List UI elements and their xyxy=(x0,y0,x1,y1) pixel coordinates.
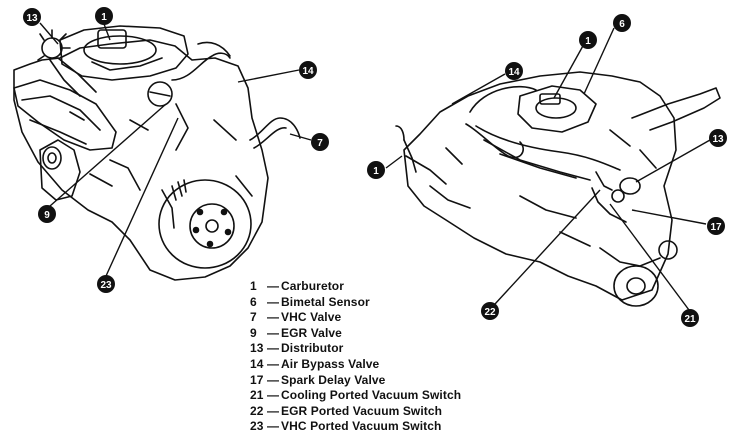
legend-number: 6 xyxy=(250,294,257,309)
legend-number: 21 xyxy=(250,388,264,403)
leader-lines xyxy=(39,22,711,311)
callout-1-left: 1 xyxy=(95,7,113,25)
svg-text:1: 1 xyxy=(101,12,107,23)
svg-text:14: 14 xyxy=(302,66,314,77)
legend-item: 1 —Carburetor xyxy=(250,279,510,295)
legend-item: 22—EGR Ported Vacuum Switch xyxy=(250,404,510,420)
legend-label: Bimetal Sensor xyxy=(281,294,370,309)
legend-number: 7 xyxy=(250,310,257,325)
svg-text:7: 7 xyxy=(317,138,323,149)
callout-6-right: 6 xyxy=(613,14,631,32)
legend-label: Spark Delay Valve xyxy=(281,372,386,387)
callout-13-right: 13 xyxy=(709,129,727,147)
svg-text:1: 1 xyxy=(585,36,591,47)
legend-dash: — xyxy=(266,279,280,293)
legend-label: Cooling Ported Vacuum Switch xyxy=(281,388,462,403)
legend-item: 7 —VHC Valve xyxy=(250,310,510,326)
legend-dash: — xyxy=(266,372,280,387)
legend-dash: — xyxy=(266,325,280,340)
legend-dash: — xyxy=(266,419,280,434)
callout-9-left: 9 xyxy=(38,205,56,223)
legend-item: 9 —EGR Valve xyxy=(250,326,510,342)
callout-14-right: 14 xyxy=(505,62,523,80)
legend-number: 17 xyxy=(250,372,264,387)
legend-number: 13 xyxy=(250,341,264,356)
legend-dash: — xyxy=(266,341,280,356)
legend-number: 1 xyxy=(250,279,257,293)
parts-legend: 1—Carburetor 6—Bimetal Sensor 7—VHC Valv… xyxy=(250,279,510,435)
legend-number: 22 xyxy=(250,403,264,418)
callout-13-left: 13 xyxy=(23,8,41,26)
svg-text:6: 6 xyxy=(619,19,625,30)
legend-label: EGR Ported Vacuum Switch xyxy=(281,403,443,418)
svg-text:14: 14 xyxy=(508,67,520,78)
callout-1-right-left: 1 xyxy=(367,161,385,179)
legend-label: EGR Valve xyxy=(281,325,342,340)
legend-label: VHC Ported Vacuum Switch xyxy=(281,419,442,434)
legend-label: VHC Valve xyxy=(281,310,342,325)
right-engine-illustration xyxy=(395,71,721,307)
callout-22-right: 22 xyxy=(481,302,499,320)
legend-dash: — xyxy=(266,388,280,403)
legend-item: 14—Air Bypass Valve xyxy=(250,357,510,373)
legend-dash: — xyxy=(266,294,280,309)
svg-text:13: 13 xyxy=(26,13,38,24)
svg-text:13: 13 xyxy=(712,134,724,145)
legend-item: 13—Distributor xyxy=(250,341,510,357)
legend-item: 21—Cooling Ported Vacuum Switch xyxy=(250,388,510,404)
svg-text:17: 17 xyxy=(710,222,722,233)
callout-7-left: 7 xyxy=(311,133,329,151)
legend-dash: — xyxy=(266,403,280,418)
legend-label: Distributor xyxy=(281,341,344,356)
callouts: 13 1 14 7 9 23 6 1 xyxy=(23,7,727,327)
legend-dash: — xyxy=(266,356,280,371)
callout-14-left: 14 xyxy=(299,61,317,79)
svg-text:21: 21 xyxy=(684,314,696,325)
left-engine-illustration xyxy=(13,25,301,281)
svg-text:22: 22 xyxy=(484,307,496,318)
legend-number: 9 xyxy=(250,325,257,340)
callout-21-right: 21 xyxy=(681,309,699,327)
legend-number: 23 xyxy=(250,419,264,434)
legend-number: 14 xyxy=(250,356,264,371)
legend-item: 17—Spark Delay Valve xyxy=(250,373,510,389)
legend-dash: — xyxy=(266,310,280,325)
svg-text:9: 9 xyxy=(44,210,50,221)
callout-1-right-top: 1 xyxy=(579,31,597,49)
legend-label: Air Bypass Valve xyxy=(281,356,380,371)
callout-17-right: 17 xyxy=(707,217,725,235)
legend-item: 23—VHC Ported Vacuum Switch xyxy=(250,419,510,435)
svg-text:23: 23 xyxy=(100,280,112,291)
legend-label: Carburetor xyxy=(281,279,345,293)
svg-text:1: 1 xyxy=(373,166,379,177)
legend-item: 6 —Bimetal Sensor xyxy=(250,295,510,311)
callout-23-left: 23 xyxy=(97,275,115,293)
